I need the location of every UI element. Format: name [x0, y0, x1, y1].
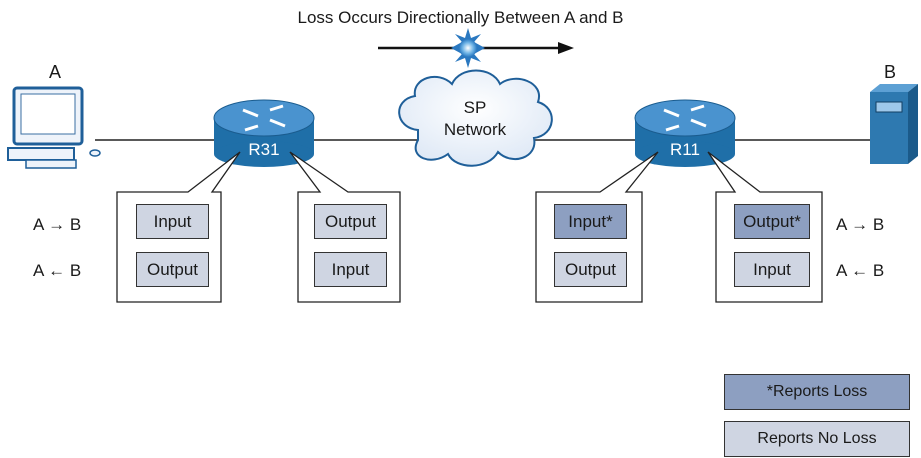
computer-a-icon: [7, 86, 101, 169]
direction-a-to-b-left: A → B: [33, 215, 82, 234]
legend-reports-no-loss: Reports No Loss: [724, 421, 910, 457]
direction-a-from-b-left: A ← B: [33, 261, 82, 280]
r31-left-interface-bottom: Output: [136, 252, 209, 287]
router-r31-label: R31: [248, 140, 280, 159]
r31-right-interface-top: Output: [314, 204, 387, 239]
legend-reports-loss: *Reports Loss: [724, 374, 910, 410]
r31-left-interface-top: Input: [136, 204, 209, 239]
cloud-label-line1: SP: [463, 98, 487, 117]
direction-a-to-b-right: A → B: [836, 215, 885, 234]
diagram-title: Loss Occurs Directionally Between A and …: [297, 8, 624, 27]
sp-network-cloud-icon: [398, 69, 553, 167]
r11-left-interface-bottom: Output: [554, 252, 627, 287]
router-r31-icon: [213, 99, 315, 167]
endpoint-b-label: B: [884, 62, 897, 82]
r11-right-interface-bottom: Input: [734, 252, 810, 287]
endpoint-a-label: A: [49, 62, 62, 82]
r31-right-interface-bottom: Input: [314, 252, 387, 287]
router-r11-label: R11: [670, 140, 700, 159]
cloud-label: SP Network: [415, 97, 535, 141]
direction-a-from-b-right: A ← B: [836, 261, 885, 280]
r11-right-interface-top: Output*: [734, 204, 810, 239]
r11-left-interface-top: Input*: [554, 204, 627, 239]
cloud-label-line2: Network: [443, 120, 507, 139]
router-r11-icon: [634, 99, 736, 167]
server-b-icon: [870, 84, 918, 164]
loss-indicator-icon: [451, 28, 485, 68]
